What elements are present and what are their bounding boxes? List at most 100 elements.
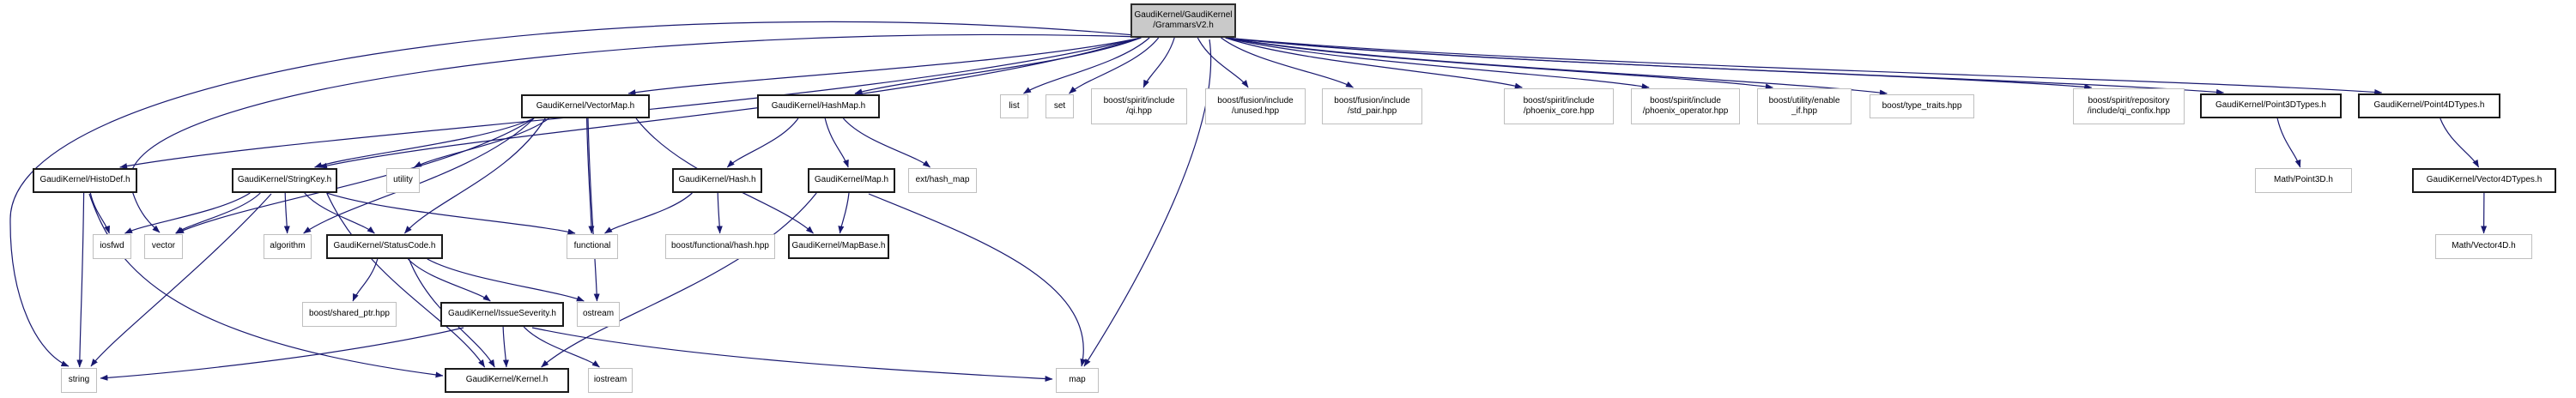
node-label: algorithm	[270, 241, 306, 251]
edge-root-point3dtypes	[1225, 37, 2224, 95]
edge-stringkey-algorithm	[283, 192, 290, 234]
edge-root-hashmap	[854, 37, 1142, 95]
edge-hash-boosthash	[716, 192, 723, 234]
edge-map_h-stdmap	[868, 193, 1087, 367]
node-root: GaudiKernel/GaudiKernel /GrammarsV2.h	[1130, 3, 1236, 38]
node-vector4dtypes[interactable]: GaudiKernel/Vector4DTypes.h	[2412, 168, 2556, 193]
edge-vectormap-functional	[586, 118, 595, 234]
edge-map_h-mapbase	[838, 192, 850, 234]
node-point3dtypes[interactable]: GaudiKernel/Point3DTypes.h	[2200, 93, 2342, 118]
node-sharedptr: boost/shared_ptr.hpp	[302, 302, 397, 327]
node-mapbase[interactable]: GaudiKernel/MapBase.h	[788, 234, 889, 259]
node-phxcore: boost/spirit/include /phoenix_core.hpp	[1504, 88, 1614, 124]
node-qi: boost/spirit/include /qi.hpp	[1091, 88, 1187, 124]
edge-histodef-kernel	[88, 193, 444, 378]
node-label: GaudiKernel/Point3DTypes.h	[2215, 100, 2326, 111]
edge-stringkey-vector	[175, 192, 261, 234]
node-label: boost/fusion/include /std_pair.hpp	[1334, 95, 1410, 117]
edge-map_h-kernel	[541, 192, 817, 368]
node-vector: vector	[144, 234, 183, 259]
node-label: string	[68, 375, 90, 385]
edge-issueseverity-string	[100, 327, 464, 381]
edge-vectormap-stringkey	[314, 118, 535, 168]
node-label: GaudiKernel/HashMap.h	[771, 100, 866, 111]
node-kernel[interactable]: GaudiKernel/Kernel.h	[445, 368, 569, 393]
node-label: boost/spirit/include /phoenix_operator.h…	[1642, 95, 1729, 117]
edge-root-unused	[1197, 37, 1249, 88]
node-label: list	[1009, 100, 1020, 111]
node-typetraits: boost/type_traits.hpp	[1870, 94, 1974, 118]
node-mathvector4d: Math/Vector4D.h	[2435, 234, 2532, 259]
node-algorithm: algorithm	[264, 234, 312, 259]
node-label: Math/Point3D.h	[2274, 175, 2333, 185]
edge-stringkey-iosfwd	[124, 192, 251, 234]
node-label: utility	[393, 175, 413, 185]
edge-vectormap-ostream	[587, 118, 600, 302]
node-label: GaudiKernel/StatusCode.h	[333, 241, 436, 251]
node-label: boost/functional/hash.hpp	[671, 241, 769, 251]
node-label: iosfwd	[100, 241, 124, 251]
edge-root-string	[9, 21, 1136, 367]
node-label: GaudiKernel/GaudiKernel /GrammarsV2.h	[1134, 9, 1233, 31]
node-set: set	[1046, 94, 1074, 118]
node-label: iostream	[593, 375, 627, 385]
node-label: ostream	[582, 309, 615, 319]
node-statuscode[interactable]: GaudiKernel/StatusCode.h	[326, 234, 443, 259]
edge-root-phxcore	[1225, 37, 1523, 89]
edge-issueseverity-stdmap	[531, 327, 1053, 383]
edge-point4dtypes-vector4dtypes	[2440, 118, 2480, 168]
node-hash[interactable]: GaudiKernel/Hash.h	[672, 168, 762, 193]
edge-statuscode-sharedptr	[352, 258, 379, 302]
node-label: boost/shared_ptr.hpp	[309, 309, 390, 319]
node-label: ext/hash_map	[915, 175, 970, 185]
node-label: boost/fusion/include /unused.hpp	[1217, 95, 1294, 117]
edge-root-qi	[1143, 37, 1175, 88]
edge-hashmap-exthashmap	[842, 118, 930, 168]
node-label: GaudiKernel/Hash.h	[678, 175, 756, 185]
node-label: map	[1069, 375, 1086, 385]
node-boosthash: boost/functional/hash.hpp	[665, 234, 775, 259]
edge-hashmap-hash	[726, 118, 799, 168]
node-hashmap[interactable]: GaudiKernel/HashMap.h	[757, 94, 880, 118]
edge-root-vectormap	[627, 37, 1142, 96]
edge-histodef-string	[76, 192, 85, 368]
edge-stringkey-functional	[326, 192, 576, 235]
edge-root-set	[1069, 37, 1160, 94]
node-vectormap[interactable]: GaudiKernel/VectorMap.h	[521, 94, 650, 118]
edge-root-vector	[130, 33, 1141, 233]
node-stringkey[interactable]: GaudiKernel/StringKey.h	[232, 168, 337, 193]
node-map_h[interactable]: GaudiKernel/Map.h	[808, 168, 895, 193]
edge-root-point4dtypes	[1225, 37, 2383, 95]
edge-stringkey-kernel	[326, 192, 486, 368]
edge-point3dtypes-mathpoint3d	[2276, 118, 2301, 168]
edge-root-typetraits	[1225, 37, 1888, 96]
node-histodef[interactable]: GaudiKernel/HistoDef.h	[33, 168, 137, 193]
node-label: GaudiKernel/Vector4DTypes.h	[2426, 175, 2543, 185]
node-label: GaudiKernel/HistoDef.h	[39, 175, 130, 185]
node-phxop: boost/spirit/include /phoenix_operator.h…	[1631, 88, 1740, 124]
node-point4dtypes[interactable]: GaudiKernel/Point4DTypes.h	[2358, 93, 2500, 118]
node-stdpair: boost/fusion/include /std_pair.hpp	[1322, 88, 1422, 124]
node-label: GaudiKernel/VectorMap.h	[536, 100, 635, 111]
edge-statuscode-ostream	[427, 258, 585, 302]
node-label: vector	[151, 241, 176, 251]
edge-root-stringkey	[319, 37, 1142, 169]
edge-root-list	[1023, 37, 1150, 94]
node-issueseverity[interactable]: GaudiKernel/IssueSeverity.h	[440, 302, 564, 327]
edge-issueseverity-iostream	[523, 326, 600, 368]
node-functional: functional	[567, 234, 618, 259]
node-label: boost/spirit/include /phoenix_core.hpp	[1523, 95, 1595, 117]
edge-root-stdmap	[1083, 39, 1212, 367]
edge-vectormap-vector	[176, 118, 535, 234]
node-label: Math/Vector4D.h	[2452, 241, 2516, 251]
node-unused: boost/fusion/include /unused.hpp	[1205, 88, 1306, 124]
edge-histodef-iosfwd	[89, 192, 110, 234]
node-label: set	[1053, 100, 1066, 111]
node-label: GaudiKernel/MapBase.h	[791, 241, 886, 251]
node-label: GaudiKernel/Point4DTypes.h	[2373, 100, 2485, 111]
edge-vectormap-utility	[414, 118, 549, 168]
edge-hash-functional	[604, 192, 693, 234]
node-exthashmap: ext/hash_map	[908, 168, 977, 193]
node-iostream: iostream	[588, 368, 633, 393]
